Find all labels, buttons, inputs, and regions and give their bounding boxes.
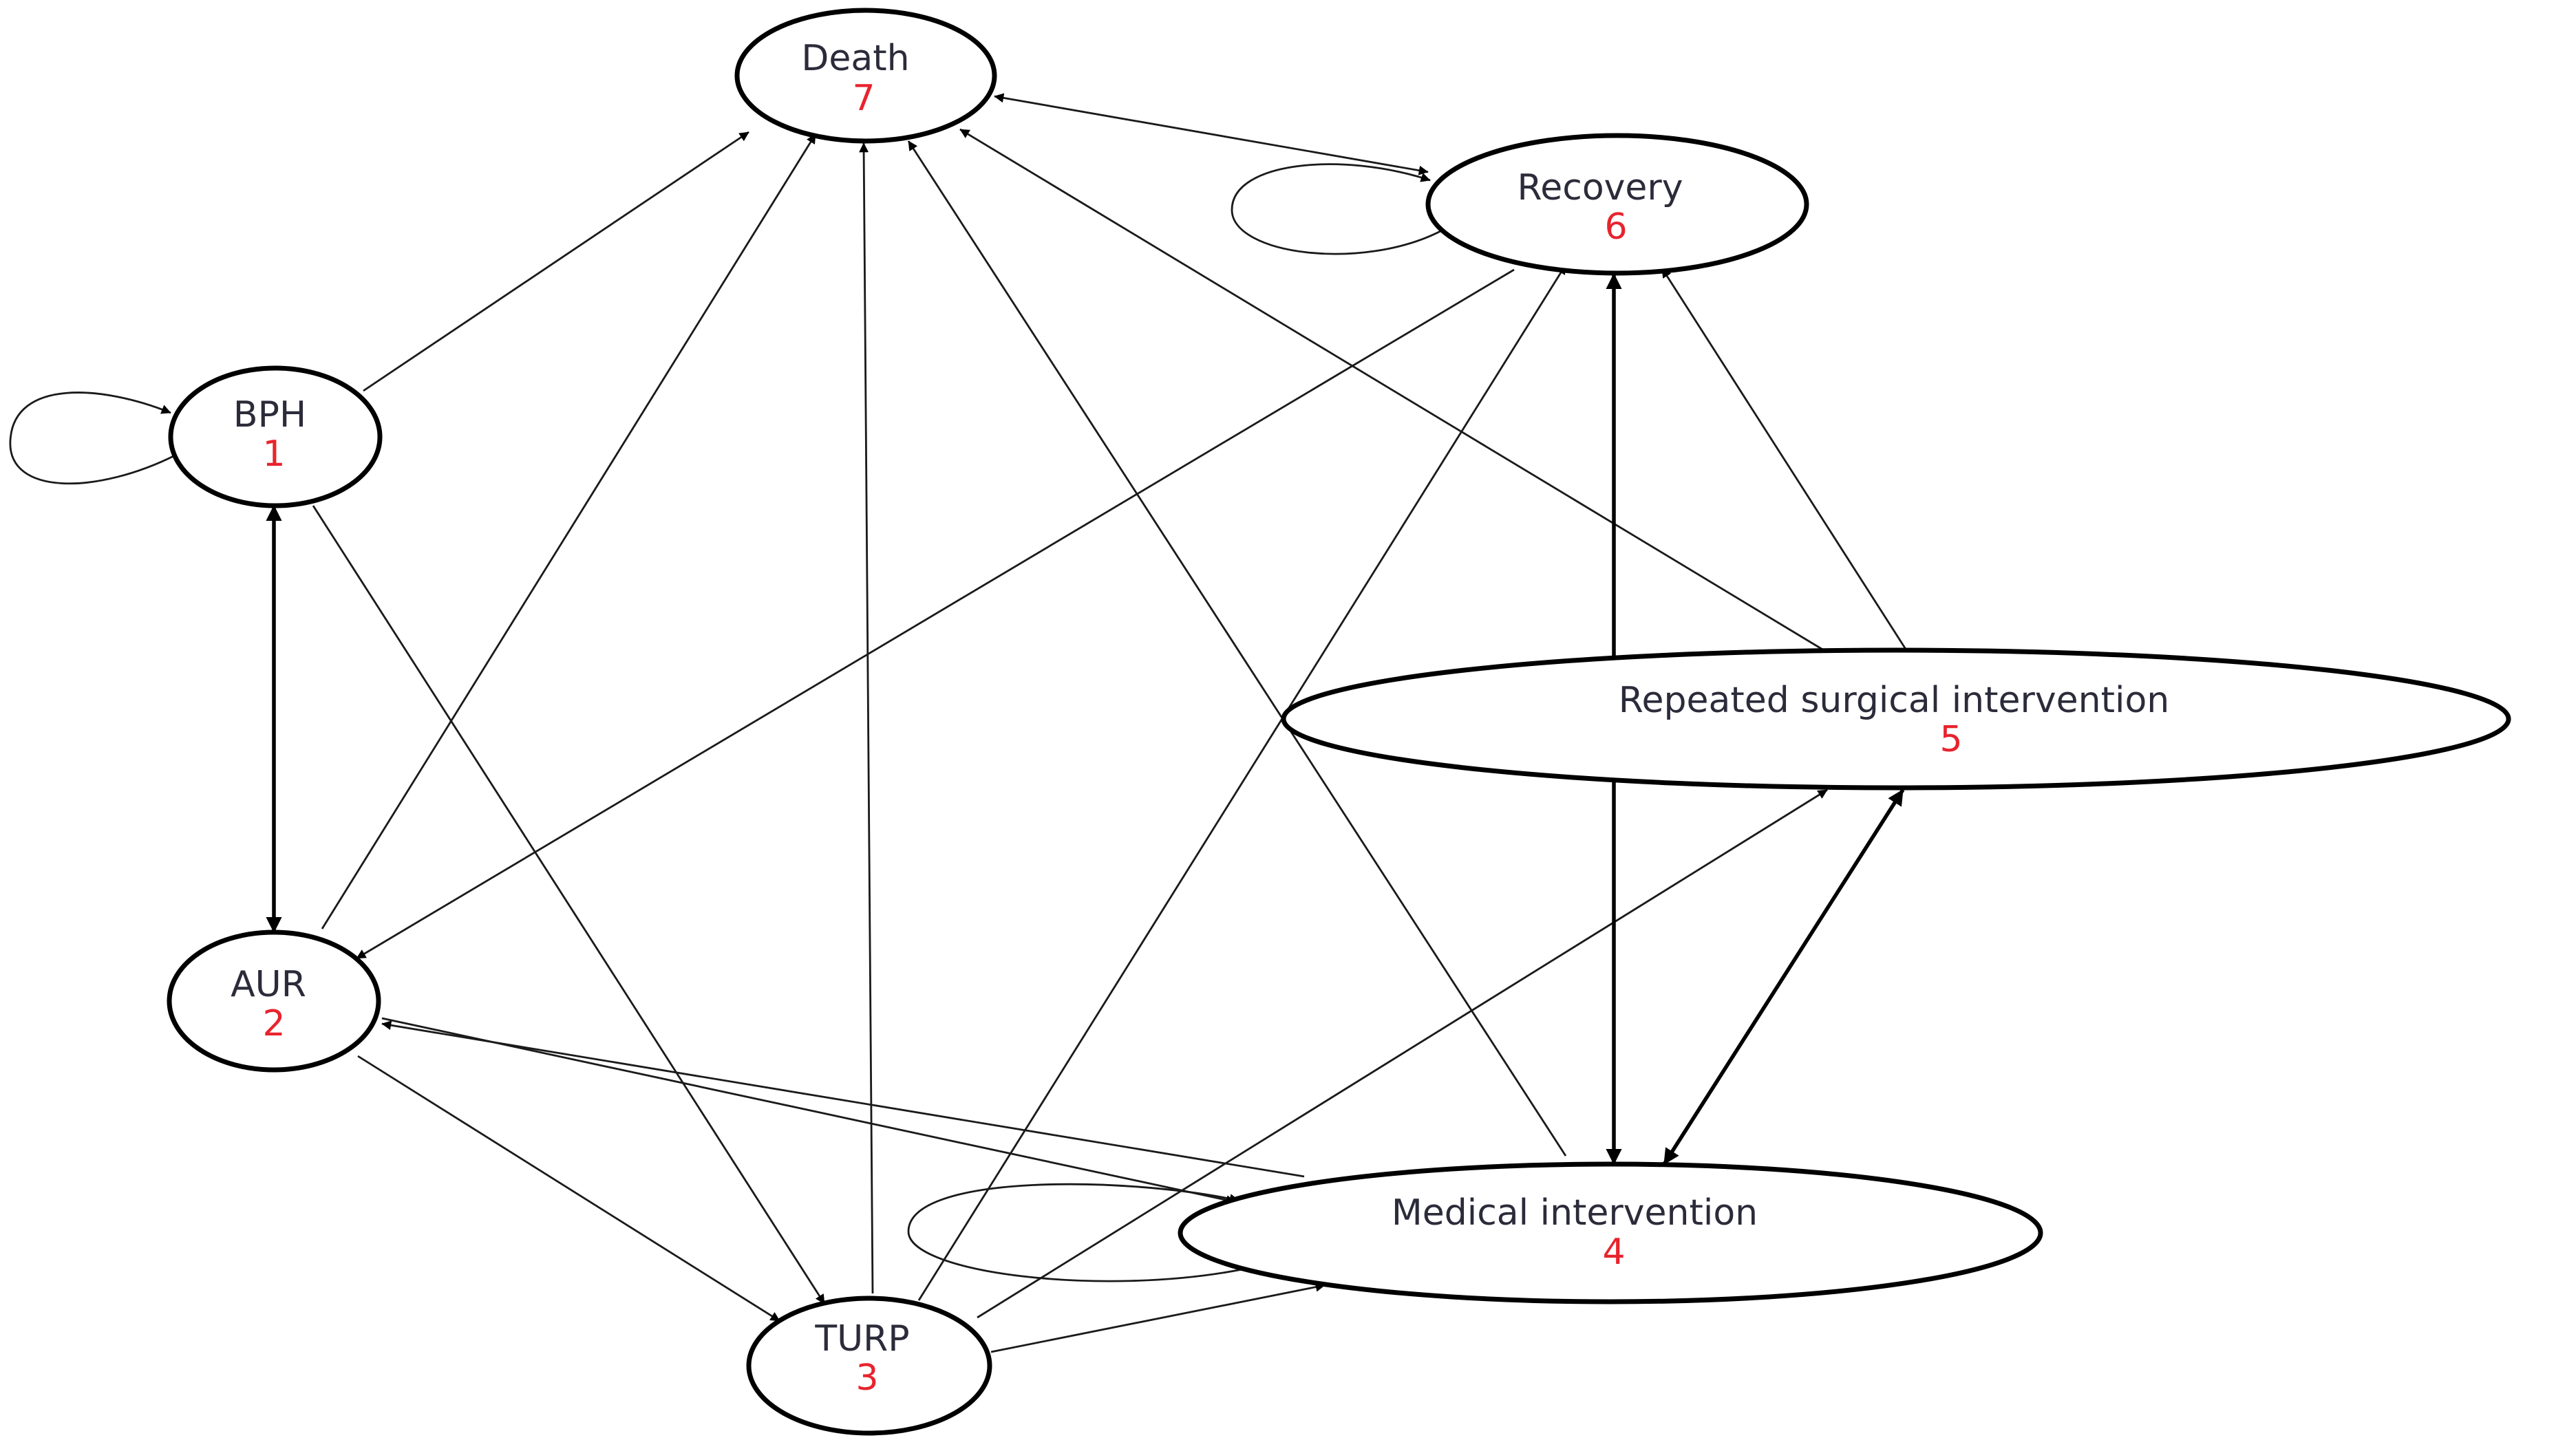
edge-death-recovery [994,93,1429,175]
node-recovery: Recovery 6 [1425,133,1809,276]
node-recovery-shape [1425,133,1809,276]
node-bph-shape [168,365,383,508]
node-turp-shape [746,1296,992,1436]
edge-repeated-to-death [959,128,1824,652]
node-repeated-label: Repeated surgical intervention [1619,680,2169,721]
node-medical-intervention: Medical intervention 4 [1178,1161,2043,1304]
node-medical-label: Medical intervention [1392,1192,1758,1234]
edge-turp-to-recovery [917,264,1567,1301]
node-death-number: 7 [852,78,875,119]
edge-aur-to-death [321,133,817,929]
node-repeated-number: 5 [1939,719,1962,760]
edge-bph-to-turp [312,505,826,1304]
edges [9,93,1908,1353]
edge-turp-to-death [859,142,874,1294]
edge-recovery-self-loop [1231,163,1443,255]
node-aur: AUR 2 [167,929,381,1073]
node-repeated-surgical-intervention: Repeated surgical intervention 5 [1281,647,2511,791]
edge-turp-to-medical [990,1282,1326,1353]
node-bph-label: BPH [233,394,306,436]
node-turp-number: 3 [855,1357,878,1399]
node-aur-number: 2 [262,1003,285,1044]
node-aur-shape [167,929,381,1073]
edge-bph-to-death [363,131,749,392]
edge-medical-to-death [907,140,1567,1157]
edge-recovery-to-aur [356,268,1515,960]
node-aur-label: AUR [231,964,306,1005]
node-recovery-label: Recovery [1517,167,1683,208]
edge-medical-to-aur [381,1020,1305,1178]
node-death-label: Death [801,38,909,79]
node-medical-shape [1178,1161,2043,1304]
edge-aur-to-turp [357,1055,780,1322]
edge-medical-self-loop [907,1183,1243,1282]
node-turp-label: TURP [814,1318,909,1360]
node-repeated-shape [1281,647,2511,791]
edge-repeated-medical [1662,788,1905,1165]
node-death: Death 7 [734,8,997,144]
node-death-shape [734,8,997,144]
edge-bph-self-loop [9,391,178,485]
node-recovery-number: 6 [1604,206,1627,248]
node-bph-number: 1 [262,433,285,475]
node-turp: TURP 3 [746,1296,992,1436]
edge-aur-to-medical [381,1017,1236,1205]
edge-repeated-to-recovery [1661,268,1908,651]
node-medical-number: 4 [1602,1232,1625,1273]
node-bph: BPH 1 [168,365,383,508]
